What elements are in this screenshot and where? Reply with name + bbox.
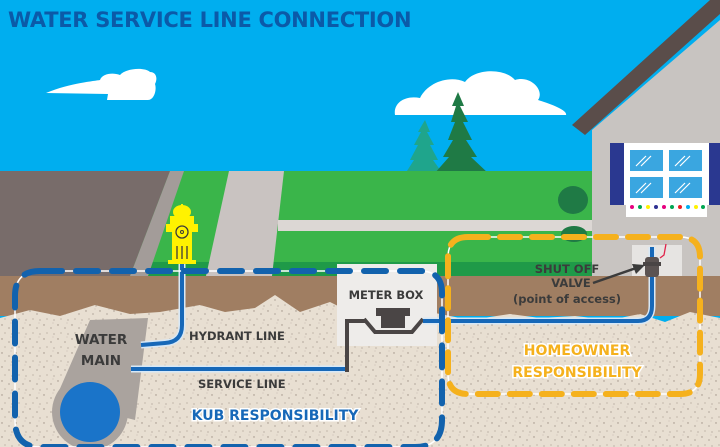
driveway (206, 171, 284, 276)
shut-off-valve (643, 243, 667, 277)
homeowner-responsibility-label: HOMEOWNER (524, 343, 631, 359)
point-of-access-note: (point of access) (513, 292, 621, 306)
kub-responsibility-boundary (12, 268, 445, 447)
fire-hydrant (166, 204, 198, 264)
homeowner-responsibility-label: RESPONSIBILITY (512, 365, 642, 381)
customer-service-line (423, 247, 654, 323)
shutter-right (709, 143, 720, 205)
water-main-pipe-opening (60, 382, 120, 442)
shut-off-arrow-head (632, 264, 645, 274)
walkway (278, 220, 608, 231)
meter-box-label: METER BOX (349, 288, 424, 302)
hydrant-line (140, 262, 184, 347)
window (624, 143, 709, 205)
shut-off-valve-label: SHUT OFF (535, 262, 600, 276)
tree-large (434, 92, 489, 174)
shutter-left (610, 143, 624, 205)
shut-off-arrow (592, 266, 637, 285)
kub-responsibility-label: KUB RESPONSIBILITY (192, 408, 360, 424)
shut-off-valve-label: VALVE (551, 276, 591, 290)
homeowner-responsibility-boundary (445, 234, 703, 397)
flower-box (626, 205, 707, 217)
water-main-label: WATER (75, 332, 128, 348)
bush (558, 186, 588, 214)
cloud-left (46, 68, 157, 100)
water-main-label: MAIN (81, 353, 121, 369)
water-meter (362, 308, 425, 334)
tree-small (405, 120, 443, 174)
service-line-label: SERVICE LINE (198, 377, 286, 391)
meter-riser-pipe (345, 319, 365, 372)
road (0, 171, 170, 276)
cloud-right (394, 71, 567, 115)
hydrant-line-label: HYDRANT LINE (189, 329, 285, 343)
diagram-title: WATER SERVICE LINE CONNECTION (8, 8, 411, 32)
curb (130, 171, 184, 276)
house-roof (572, 0, 720, 135)
